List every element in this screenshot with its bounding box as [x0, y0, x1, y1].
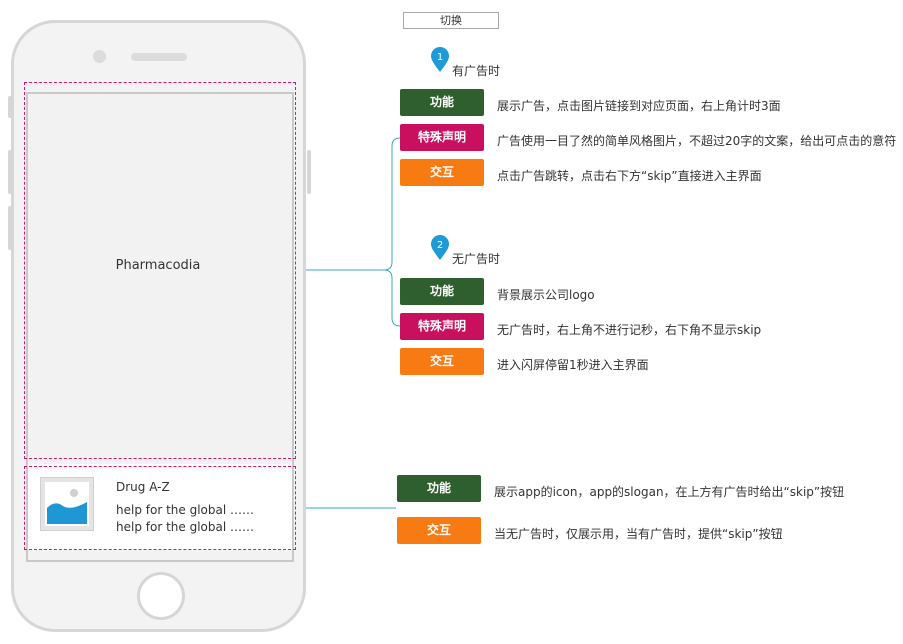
phone-mute-switch: [8, 96, 12, 118]
step-2-pin-icon: 2: [431, 235, 449, 260]
desc-no-ad-function: 背景展示公司logo: [497, 288, 595, 302]
tag-special-note: 特殊声明: [400, 313, 484, 340]
app-name: Drug A-Z: [116, 480, 170, 494]
tag-special-note: 特殊声明: [400, 124, 484, 151]
desc-with-ad-interaction: 点击广告跳转，点击右下方“skip”直接进入主界面: [497, 169, 762, 183]
tag-function: 功能: [397, 475, 481, 502]
svg-text:1: 1: [437, 52, 443, 63]
tag-interaction: 交互: [397, 517, 481, 544]
phone-camera: [93, 50, 106, 63]
ad-image-area[interactable]: [28, 94, 292, 458]
app-slogan-line-1: help for the global ……: [116, 503, 254, 517]
section-title-with-ad: 有广告时: [452, 64, 501, 78]
tag-interaction: 交互: [400, 159, 484, 186]
phone-volume-down: [8, 206, 12, 250]
app-icon-image: [40, 477, 94, 531]
ad-region-outline: [24, 82, 296, 459]
desc-with-ad-function: 展示广告，点击图片链接到对应页面，右上角计时3面: [497, 99, 781, 113]
desc-no-ad-interaction: 进入闪屏停留1秒进入主界面: [497, 358, 649, 372]
desc-bottom-interaction: 当无广告时，仅展示用，当有广告时，提供“skip”按钮: [494, 527, 783, 541]
svg-text:2: 2: [437, 240, 443, 251]
tag-function: 功能: [400, 278, 484, 305]
tag-interaction: 交互: [400, 348, 484, 375]
phone-speaker: [131, 53, 187, 61]
app-slogan-line-2: help for the global ……: [116, 520, 254, 534]
phone-power-button: [307, 150, 311, 194]
desc-bottom-function: 展示app的icon，app的slogan，在上方有广告时给出“skip”按钮: [494, 485, 845, 499]
section-title-no-ad: 无广告时: [452, 252, 501, 266]
switch-button[interactable]: 切换: [403, 12, 499, 29]
home-button: [137, 572, 185, 620]
phone-volume-up: [8, 150, 12, 194]
brand-text: Pharmacodia: [115, 258, 201, 273]
desc-with-ad-special: 广告使用一目了然的简单风格图片，不超过20字的文案，给出可点击的意符: [497, 134, 897, 148]
tag-function: 功能: [400, 89, 484, 116]
step-1-pin-icon: 1: [431, 47, 449, 72]
desc-no-ad-special: 无广告时，右上角不进行记秒，右下角不显示skip: [497, 323, 762, 337]
image-placeholder-icon: [45, 482, 89, 526]
bottom-region-outline: [24, 466, 296, 550]
